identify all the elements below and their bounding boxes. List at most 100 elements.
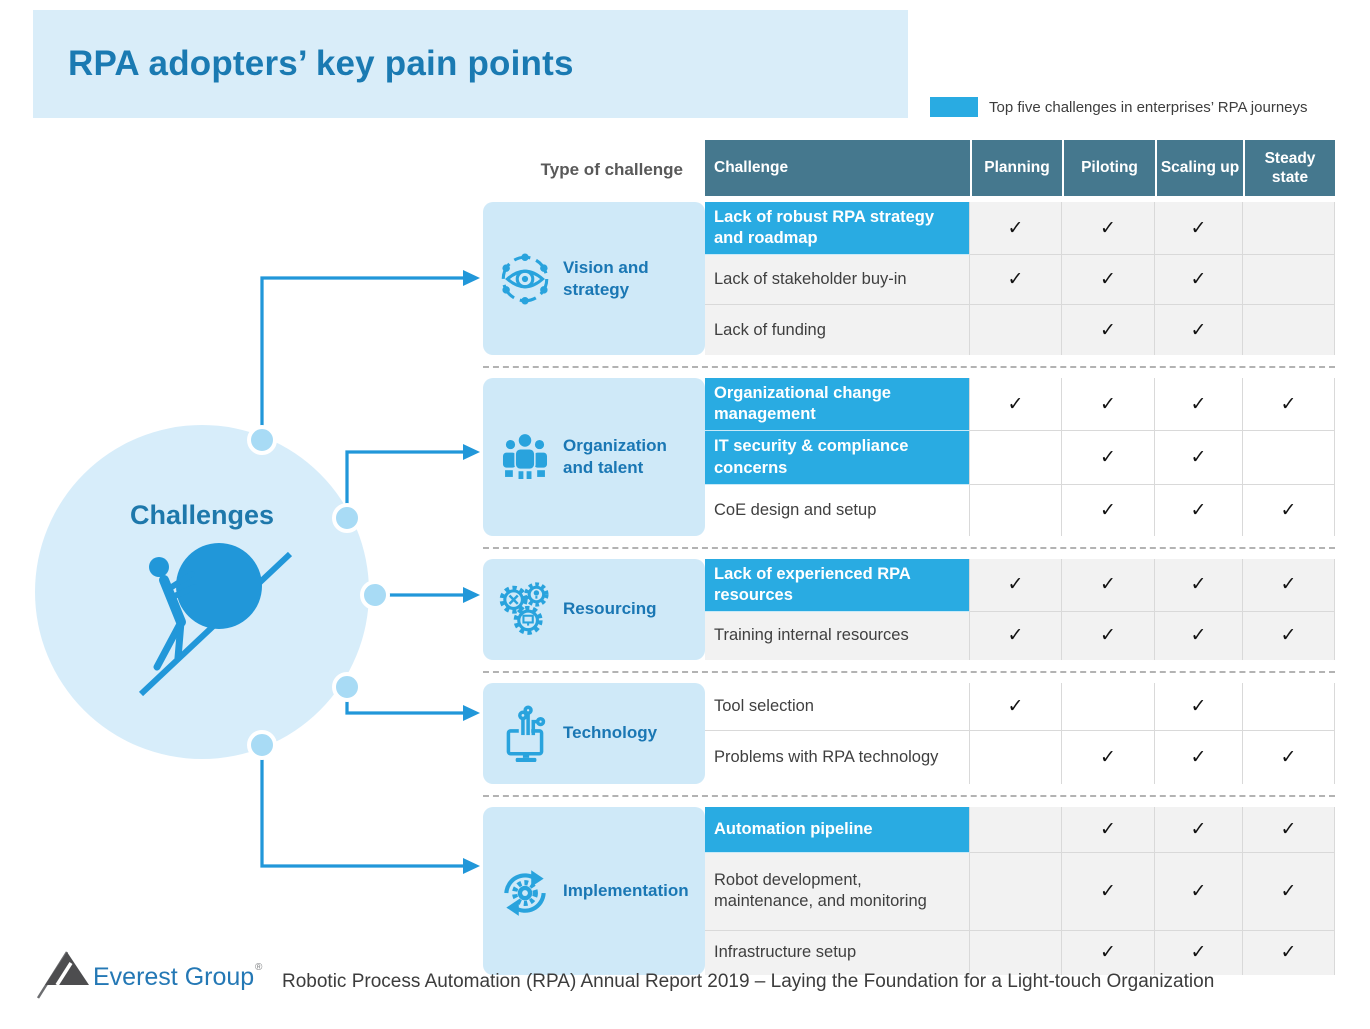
table-row: Lack of funding ✓ ✓ xyxy=(705,305,1335,356)
check-cell: ✓ xyxy=(1062,255,1155,306)
column-header-planning: Planning xyxy=(970,140,1062,196)
check-cell xyxy=(970,730,1062,784)
check-cell: ✓ xyxy=(1155,431,1243,485)
check-cell xyxy=(1243,255,1335,306)
check-cell: ✓ xyxy=(1243,806,1335,853)
check-cell: ✓ xyxy=(1155,305,1243,356)
check-cell: ✓ xyxy=(1243,930,1335,975)
category-label: Technology xyxy=(563,723,658,743)
check-cell: ✓ xyxy=(1155,378,1243,432)
category-label: Resourcing xyxy=(563,599,657,619)
check-cell xyxy=(970,852,1062,931)
table-header-row: Challenge Planning Piloting Scaling up S… xyxy=(705,140,1335,196)
check-cell: ✓ xyxy=(1243,730,1335,784)
check-cell: ✓ xyxy=(970,682,1062,731)
monitor-icon xyxy=(506,705,546,763)
check-cell: ✓ xyxy=(1155,682,1243,731)
challenge-cell: CoE design and setup xyxy=(705,484,970,536)
section-divider xyxy=(483,546,1335,549)
check-cell: ✓ xyxy=(970,255,1062,306)
check-cell xyxy=(1243,305,1335,356)
table-row: Lack of stakeholder buy-in ✓ ✓ ✓ xyxy=(705,255,1335,306)
column-header-scaling-up: Scaling up xyxy=(1155,140,1243,196)
check-cell xyxy=(1062,682,1155,731)
check-cell: ✓ xyxy=(1062,852,1155,931)
type-of-challenge-label: Type of challenge xyxy=(540,160,683,179)
check-cell: ✓ xyxy=(1062,930,1155,975)
check-cell: ✓ xyxy=(1062,730,1155,784)
check-cell: ✓ xyxy=(1243,611,1335,660)
legend-swatch xyxy=(930,97,978,117)
check-cell xyxy=(970,305,1062,356)
check-cell xyxy=(970,484,1062,536)
people-icon xyxy=(501,432,549,481)
node-dots xyxy=(247,425,390,760)
category-panel: Implementation xyxy=(483,806,705,975)
challenge-cell: IT security & compliance concerns xyxy=(705,431,970,485)
section-rows: Lack of experienced RPA resources ✓ ✓ ✓ … xyxy=(705,558,1335,660)
legend: Top five challenges in enterprises’ RPA … xyxy=(930,97,1308,117)
check-cell: ✓ xyxy=(970,558,1062,612)
check-cell xyxy=(970,431,1062,485)
table-row: Automation pipeline ✓ ✓ ✓ xyxy=(705,806,1335,853)
check-cell: ✓ xyxy=(1062,431,1155,485)
sisyphus-icon xyxy=(138,543,293,697)
table-row: Lack of robust RPA strategy and roadmap … xyxy=(705,202,1335,256)
challenge-cell: Tool selection xyxy=(705,682,970,731)
table-row: Training internal resources ✓ ✓ ✓ ✓ xyxy=(705,611,1335,660)
section-rows: Tool selection ✓ ✓ Problems with RPA tec… xyxy=(705,682,1335,784)
footer: Everest Group ® Robotic Process Automati… xyxy=(36,944,1214,1002)
category-panel: Organization and talent xyxy=(483,378,705,536)
challenge-cell: Lack of stakeholder buy-in xyxy=(705,255,970,306)
challenges-label: Challenges xyxy=(129,500,275,530)
challenge-cell: Organizational change management xyxy=(705,378,970,432)
check-cell: ✓ xyxy=(1243,558,1335,612)
category-label: Vision and strategy xyxy=(563,257,649,299)
check-cell xyxy=(1243,431,1335,485)
category-panel: Vision and strategy xyxy=(483,202,705,356)
check-cell: ✓ xyxy=(1155,611,1243,660)
check-cell: ✓ xyxy=(970,378,1062,432)
section-divider xyxy=(483,670,1335,673)
section-divider xyxy=(483,366,1335,369)
check-cell: ✓ xyxy=(1155,255,1243,306)
section-rows: Lack of robust RPA strategy and roadmap … xyxy=(705,202,1335,356)
section-technology: Technology Tool selection ✓ ✓ Problems w… xyxy=(483,682,1335,784)
check-cell: ✓ xyxy=(1155,852,1243,931)
challenge-cell: Lack of experienced RPA resources xyxy=(705,558,970,612)
section-rows: Organizational change management ✓ ✓ ✓ ✓… xyxy=(705,378,1335,536)
section-implementation: Implementation Automation pipeline ✓ ✓ ✓… xyxy=(483,806,1335,975)
check-cell: ✓ xyxy=(1062,378,1155,432)
check-cell xyxy=(970,806,1062,853)
table-row: Lack of experienced RPA resources ✓ ✓ ✓ … xyxy=(705,558,1335,612)
category-label: Organization and talent xyxy=(563,435,667,477)
check-cell: ✓ xyxy=(1243,852,1335,931)
challenge-cell: Automation pipeline xyxy=(705,806,970,853)
title-banner: RPA adopters’ key pain points xyxy=(33,10,908,118)
check-cell xyxy=(1243,682,1335,731)
table-row: Infrastructure setup ✓ ✓ ✓ xyxy=(705,930,1335,975)
everest-group-logo: Everest Group ® xyxy=(36,951,263,999)
challenge-cell: Lack of robust RPA strategy and roadmap xyxy=(705,202,970,256)
section-resourcing: Resourcing Lack of experienced RPA resou… xyxy=(483,558,1335,660)
check-cell: ✓ xyxy=(1243,378,1335,432)
check-cell: ✓ xyxy=(1062,806,1155,853)
pain-points-table: Type of challenge Challenge Planning Pil… xyxy=(483,140,1335,975)
table-row: Robot development, maintenance, and moni… xyxy=(705,852,1335,931)
challenge-cell: Infrastructure setup xyxy=(705,930,970,975)
category-label: Implementation xyxy=(563,880,689,900)
connector-arrowheads xyxy=(463,270,480,874)
vision-icon xyxy=(501,253,549,305)
check-cell xyxy=(1243,202,1335,256)
check-cell: ✓ xyxy=(970,611,1062,660)
section-vision-strategy: Vision and strategy Lack of robust RPA s… xyxy=(483,202,1335,356)
section-rows: Automation pipeline ✓ ✓ ✓ Robot developm… xyxy=(705,806,1335,975)
check-cell: ✓ xyxy=(1155,484,1243,536)
category-panel: Resourcing xyxy=(483,558,705,660)
gears-icon xyxy=(499,582,549,636)
column-header-steady-state: Steady state xyxy=(1243,140,1335,196)
check-cell: ✓ xyxy=(1062,202,1155,256)
table-row: CoE design and setup ✓ ✓ ✓ xyxy=(705,484,1335,536)
check-cell: ✓ xyxy=(1062,484,1155,536)
